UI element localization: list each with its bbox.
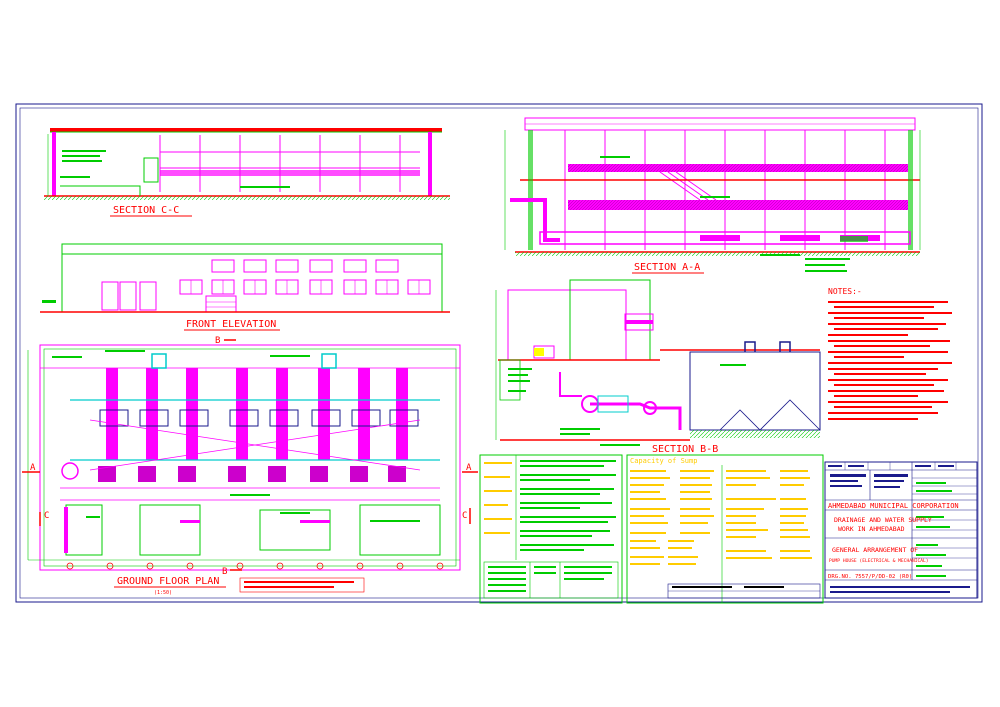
front-elevation-drawing	[40, 243, 450, 313]
section-aa-drawing	[504, 117, 921, 272]
section-b-marker-bottom: B	[222, 567, 227, 577]
outer-border	[15, 103, 983, 603]
notes-lines	[828, 301, 952, 420]
title-block	[824, 461, 978, 599]
section-c-marker-right: C	[462, 511, 467, 521]
section-a-marker-right: A	[466, 463, 472, 473]
drawing-number: DRG.NO. 7557/P/DD-02 (R0)	[828, 574, 912, 580]
drawing-title-line1: GENERAL ARRANGEMENT OF	[832, 546, 918, 554]
plan-note-box	[239, 577, 365, 593]
sump-capacity-lines	[630, 470, 812, 565]
project-title-line1: DRAINAGE AND WATER SUPPLY	[834, 516, 932, 524]
section-bb-drawing	[495, 279, 821, 446]
equipment-spec-table	[479, 454, 623, 604]
section-cc-drawing	[44, 128, 450, 200]
sump-capacity-title: Capacity of Sump	[630, 457, 697, 465]
section-c-marker-left: C	[44, 511, 49, 521]
ground-floor-plan-drawing	[27, 344, 461, 571]
section-a-marker-left: A	[30, 463, 36, 473]
section-b-marker-top: B	[215, 336, 220, 346]
section-bb-title: SECTION B-B	[652, 444, 718, 455]
notes-title: NOTES:-	[828, 287, 862, 296]
drawing-title-line2: PUMP HOUSE (ELECTRICAL & MECHANICAL)	[829, 558, 929, 564]
section-cc-title: SECTION C-C	[113, 205, 179, 216]
sump-capacity-table	[626, 454, 824, 604]
front-elevation-title: FRONT ELEVATION	[186, 319, 276, 330]
revision-strip	[667, 583, 821, 599]
ground-floor-plan-title: GROUND FLOOR PLAN	[117, 576, 219, 587]
ground-floor-plan-scale: (1:50)	[154, 590, 172, 596]
corporation-name: AHMEDABAD MUNICIPAL CORPORATION	[828, 502, 959, 510]
section-aa-title: SECTION A-A	[634, 262, 700, 273]
project-title-line2: WORK IN AHMEDABAD	[838, 525, 905, 533]
